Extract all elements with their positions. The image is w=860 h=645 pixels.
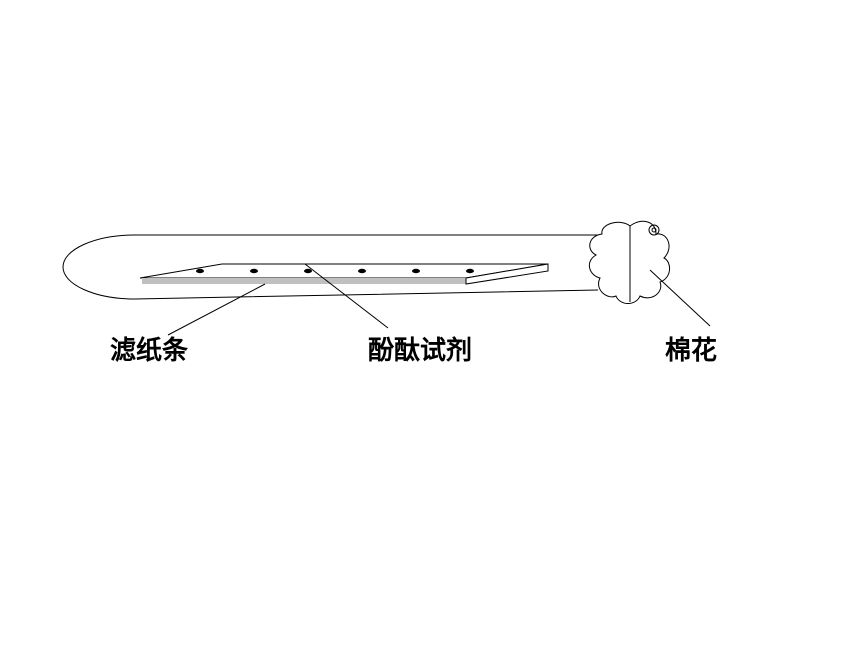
phenolphthalein-drops	[196, 268, 474, 274]
cotton-curl	[648, 224, 660, 236]
phenolphthalein-drop	[358, 268, 366, 274]
label-filter-paper: 滤纸条	[110, 336, 189, 366]
phenolphthalein-drop	[196, 268, 204, 274]
leader-phenolphthalein	[304, 263, 389, 329]
test-tube-outline	[62, 234, 599, 300]
label-cotton: 棉花	[665, 336, 718, 366]
leader-filter-paper	[167, 283, 266, 336]
phenolphthalein-drop	[412, 268, 420, 274]
filter-paper-end	[465, 263, 549, 285]
phenolphthalein-drop	[250, 268, 258, 274]
phenolphthalein-drop	[304, 268, 312, 274]
cotton-plug	[588, 220, 670, 304]
label-phenolphthalein: 酚酞试剂	[368, 336, 473, 366]
cotton-curl-inner	[651, 227, 657, 233]
leader-cotton	[649, 269, 711, 327]
filter-paper-strip	[142, 278, 466, 284]
phenolphthalein-drop	[466, 268, 474, 274]
